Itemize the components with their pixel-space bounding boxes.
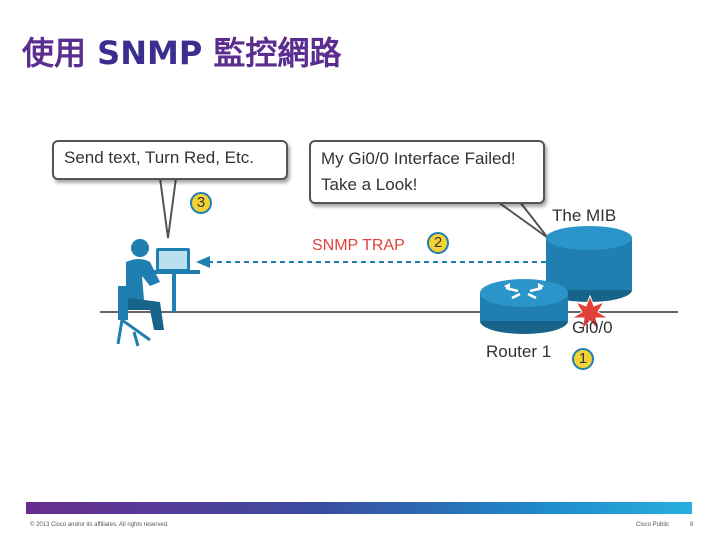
slide-title: 使用 SNMP 監控網路	[22, 28, 341, 74]
title-prefix: 使用	[22, 34, 98, 72]
mib-database-icon	[546, 226, 632, 302]
manager-callout: Send text, Turn Red, Etc.	[52, 140, 288, 180]
step-badge-2: 2	[427, 232, 449, 254]
router-callout: My Gi0/0 Interface Failed! Take a Look!	[309, 140, 545, 204]
step-badge-1: 1	[572, 348, 594, 370]
footer-page-number: 8	[690, 522, 694, 528]
failure-burst-icon	[570, 294, 610, 332]
router-label: Router 1	[486, 342, 552, 361]
footer-copyright: © 2013 Cisco and/or its affiliates. All …	[30, 522, 169, 528]
interface-label: Gi0/0	[572, 318, 613, 337]
manager-computer-icon	[116, 239, 200, 347]
mib-label: The MIB	[552, 206, 617, 225]
callout-right-tail	[494, 201, 549, 239]
step-badge-3: 3	[190, 192, 212, 214]
title-suffix: 監控網路	[202, 34, 342, 72]
footer-gradient-bar	[26, 502, 692, 514]
router-callout-line2: Take a Look!	[321, 175, 418, 194]
router-icon	[480, 279, 568, 334]
manager-callout-text: Send text, Turn Red, Etc.	[64, 148, 254, 167]
footer-classification: Cisco Public	[636, 522, 670, 528]
trap-arrow-head	[196, 256, 210, 268]
router-callout-line1: My Gi0/0 Interface Failed!	[321, 149, 516, 168]
callout-left-tail	[158, 177, 178, 239]
title-protocol: SNMP	[97, 34, 203, 72]
trap-label: SNMP TRAP	[312, 237, 405, 254]
